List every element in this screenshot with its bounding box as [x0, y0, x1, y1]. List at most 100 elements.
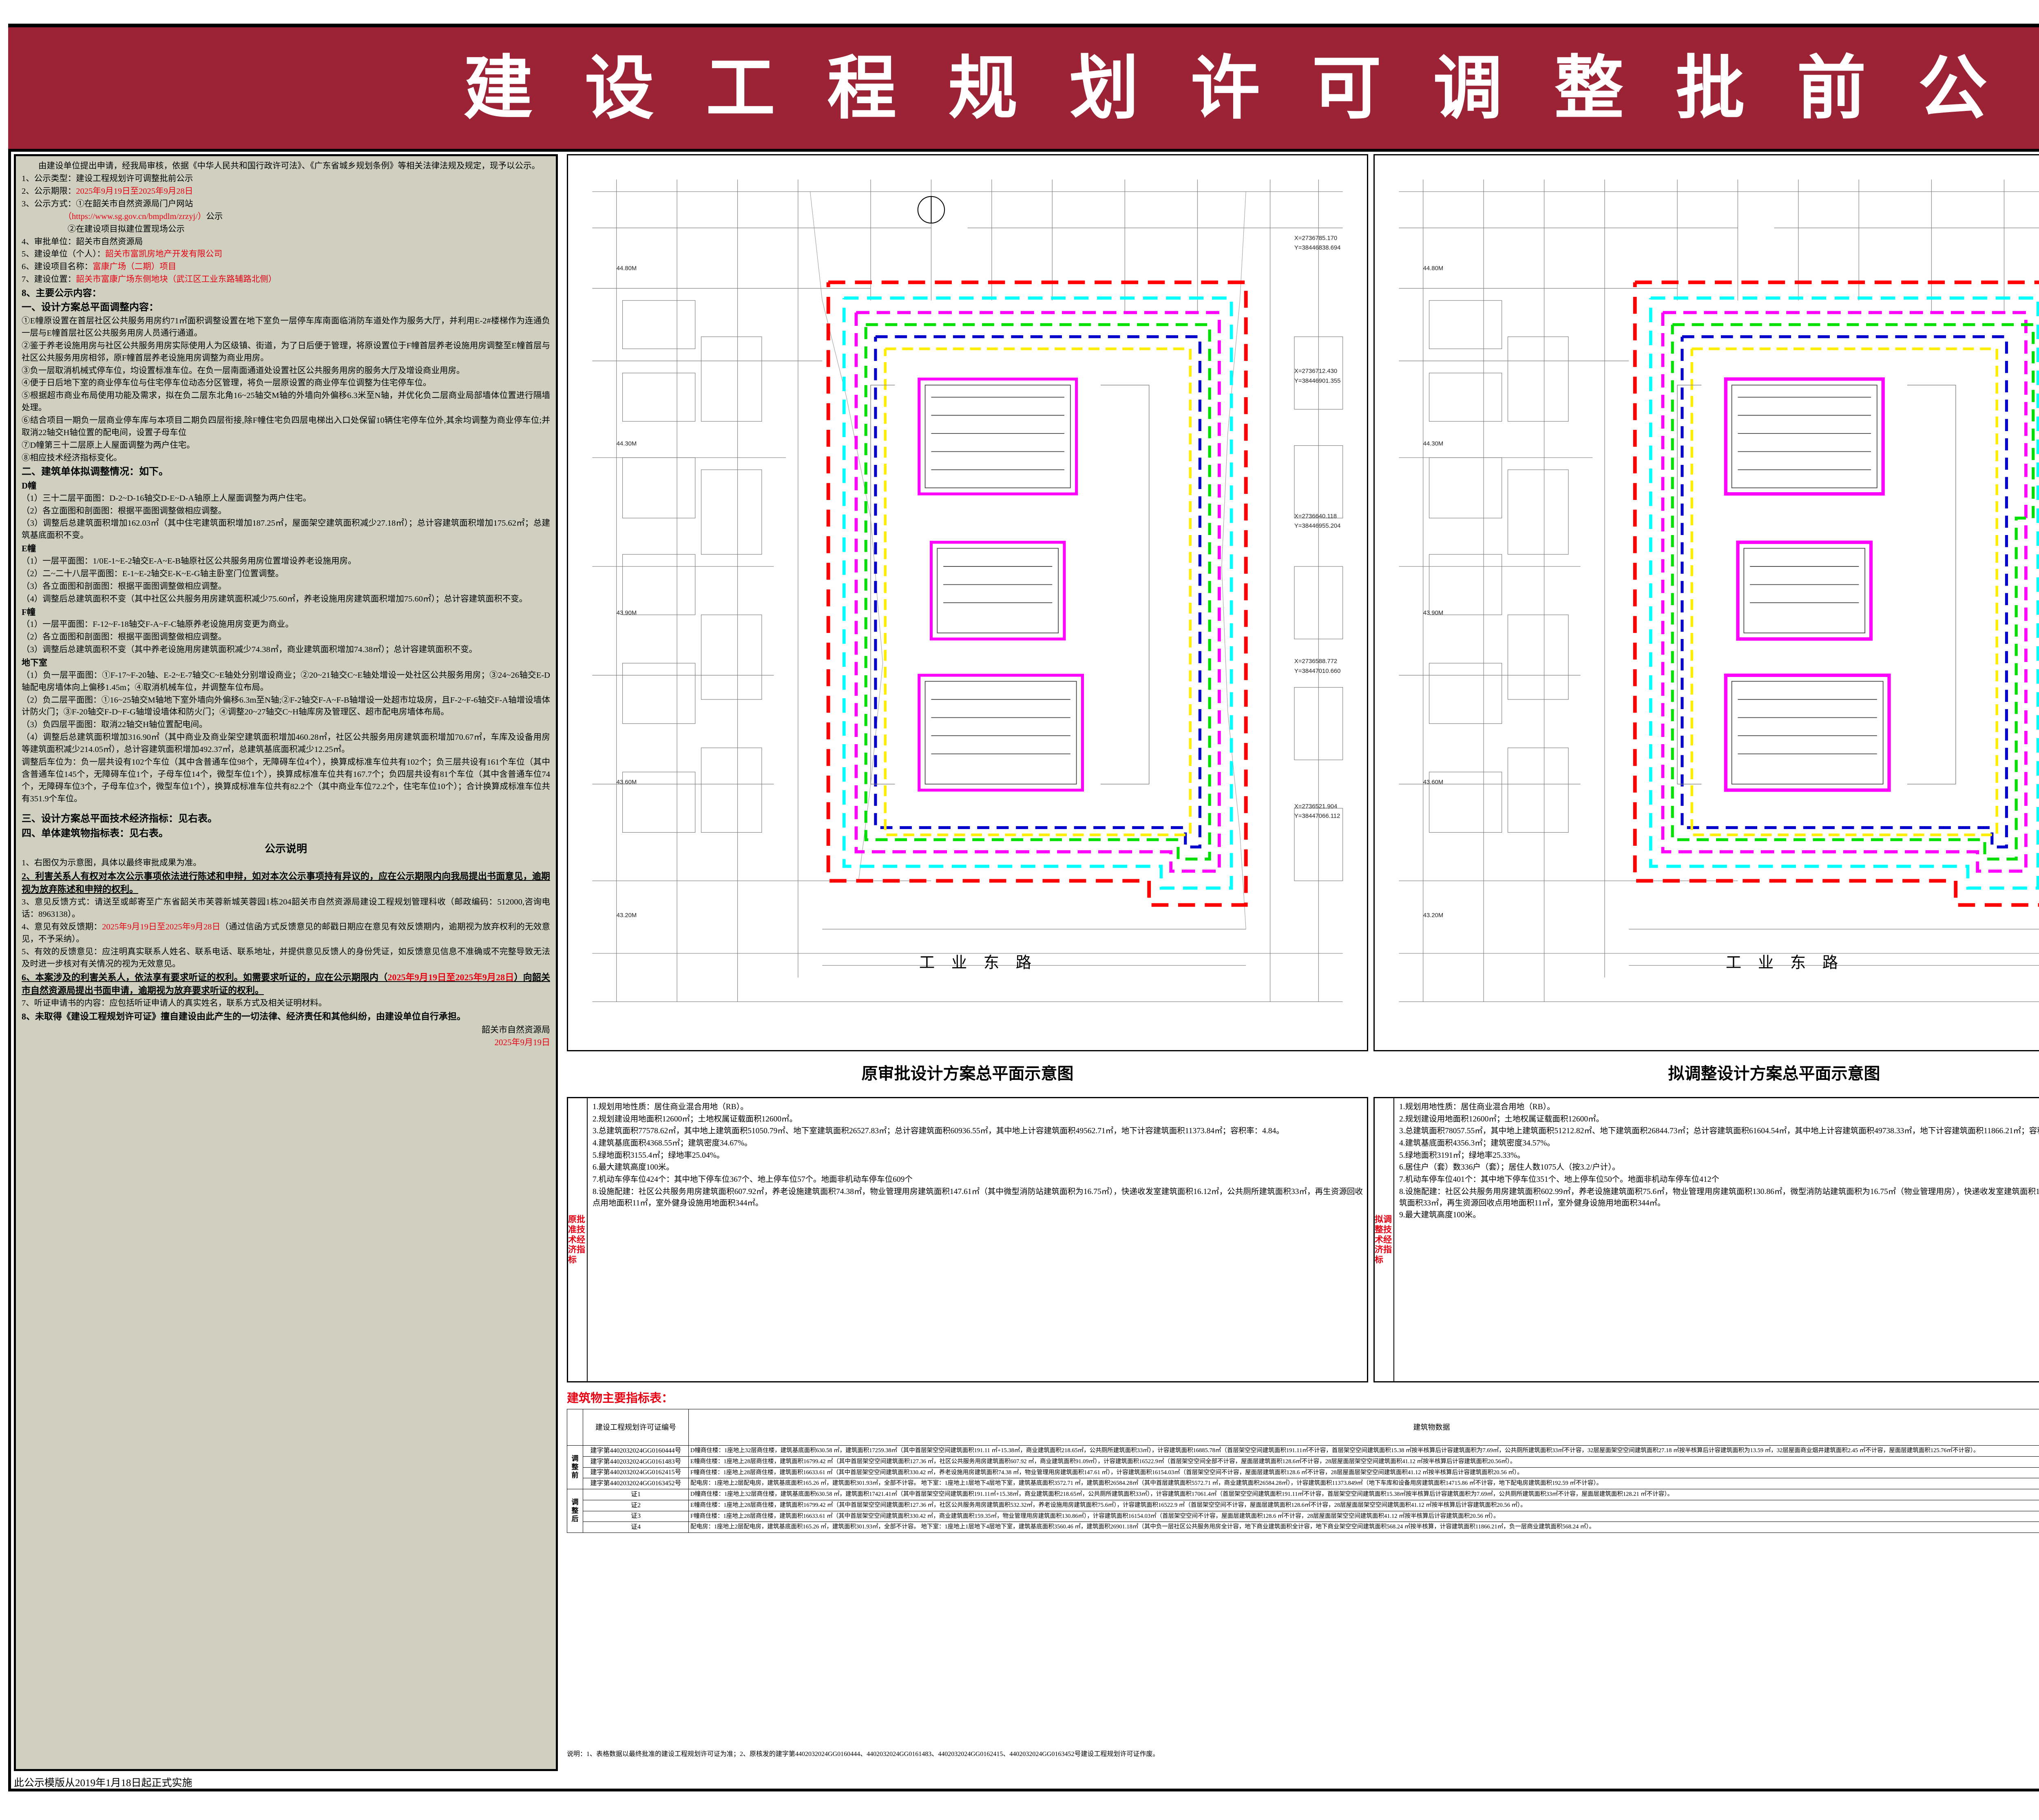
tech-indicators-after-label: 拟调整技术经济指标	[1375, 1098, 1394, 1381]
notice-item-2: 2、公示期限：2025年9月19日至2025年9月28日	[22, 186, 550, 198]
building-description: D幢商住楼：1座地上32层商住楼，建筑基底面积630.58 ㎡，建筑面积1742…	[688, 1489, 2039, 1500]
table-header-group	[567, 1409, 583, 1446]
tech-after-item: 8.设施配建：社区公共服务用房建筑面积602.99㎡，养老设施建筑面积75.6㎡…	[1399, 1187, 2039, 1207]
notice-text: 由建设单位提出申请，经我局审核，依据《中华人民共和国行政许可法》、《广东省城乡规…	[22, 160, 550, 1049]
notice-item-6-label: 6、建设项目名称：	[22, 262, 93, 272]
cert-number: 建字第4402032024GG0162415号	[583, 1467, 689, 1479]
tech-indicators-after: 拟调整技术经济指标 1.规划用地性质：居住商业混合用地（RB）。 2.规划建设用…	[1373, 1097, 2039, 1382]
table-row: 证3 F幢商住楼：1座地上28层商住楼，建筑面积16633.61 ㎡（其中首层架…	[567, 1510, 2039, 1522]
tech-indicators-before: 原批准技术经济指标 1.规划用地性质：居住商业混合用地（RB）。 2.规划建设用…	[567, 1097, 1368, 1382]
notice-item-5: 5、建设单位（个人）：韶关市富凯房地产开发有限公司	[22, 248, 550, 261]
svg-text:Y=38447010.660: Y=38447010.660	[1294, 668, 1340, 674]
hearing-text-b: ）向韶关市自然资源局提出书面申请，逾期视为放弃要求听证的权利。	[22, 972, 550, 995]
notice-period: 2025年9月19日至2025年9月28日	[76, 186, 193, 196]
feedback-period-date: 2025年9月19日至2025年9月28日	[102, 922, 221, 931]
notice-project-location: 韶关市富康广场东侧地块（武江区工业东路辅路北侧）	[76, 275, 277, 284]
feedback-period-tail: （通过信函方式反馈意见的邮戳日期应在意见有效反馈期内，逾期视为放弃权利的无效意见…	[22, 922, 551, 944]
svg-text:X=2736640.118: X=2736640.118	[1294, 513, 1337, 520]
building-description: D幢商住楼：1座地上32层商住楼，建筑基底面积630.58 ㎡，建筑面积1725…	[688, 1445, 2039, 1457]
notice-item-4-label: 4、审批单位：	[22, 237, 76, 246]
explain-item-6: 6、本案涉及的利害关系人，依法享有要求听证的权利。如需要求听证的，应在公示期限内…	[22, 971, 550, 997]
building-indicator-table: 建设工程规划许可证编号 建筑物数据 调整前 建字第4402032024GG016…	[567, 1409, 2039, 1533]
building-E-item: （2）二~二十八层平面图：E-1~E-2轴交E-K~E-G轴主卧室门位置调整。	[22, 569, 284, 578]
building-E-item: （3）各立面图和剖面图：根据平面图调整做相应调整。	[22, 582, 227, 591]
section-4-title: 四、单体建筑物指标表：见右表。	[22, 828, 168, 839]
svg-text:工 业 东 路: 工 业 东 路	[1726, 954, 1844, 971]
svg-text:X=2736588.772: X=2736588.772	[1294, 658, 1337, 665]
section-1-item: ⑥结合项目一期负一层商业停车库与本项目二期负四层衔接,除F幢住宅负四层电梯出入口…	[22, 416, 550, 438]
section-2-title: 二、建筑单体拟调整情况：如下。	[22, 466, 168, 477]
site-plan-before-caption: 原审批设计方案总平面示意图	[861, 1065, 1074, 1083]
tech-before-item: 6.最大建筑高度100米。	[593, 1163, 674, 1172]
tech-indicators-before-body: 1.规划用地性质：居住商业混合用地（RB）。 2.规划建设用地面积12600㎡；…	[588, 1098, 1367, 1381]
notice-item-3-label: 3、公示方式：	[22, 199, 76, 208]
explain-item-5: 5、有效的反馈意见：应注明真实联系人姓名、联系电话、联系地址，并提供意见反馈人的…	[22, 947, 550, 969]
building-D-item: （3）调整后总建筑面积增加162.03㎡（其中住宅建筑面积增加187.25㎡，屋…	[22, 519, 550, 540]
notice-item-1-label: 1、公示类型：	[22, 174, 76, 183]
table-row: 建字第4402032024GG0162415号 F幢商住楼：1座地上28层商住楼…	[567, 1467, 2039, 1479]
building-D-heading: D幢	[22, 480, 37, 491]
explain-title: 公示说明	[264, 843, 307, 855]
building-description: 配电房：1座地上2层配电房，建筑基底面积165.26 ㎡，建筑面积301.93㎡…	[688, 1478, 2039, 1489]
table-row: 证4 配电房：1座地上2层配电房，建筑基底面积165.26 ㎡，建筑面积301.…	[567, 1521, 2039, 1533]
notice-approver: 韶关市自然资源局	[76, 237, 143, 246]
svg-text:43.60M: 43.60M	[1423, 779, 1443, 786]
group-label-before: 调整前	[567, 1445, 583, 1489]
cert-number: 证3	[583, 1510, 689, 1522]
notice-sign-date: 2025年9月19日	[494, 1037, 551, 1048]
table-row: 证2 E幢商住楼：1座地上28层商住楼，建筑面积16799.42 ㎡（其中首层架…	[567, 1499, 2039, 1511]
svg-text:Y=38446955.204: Y=38446955.204	[1294, 523, 1340, 529]
tech-before-item: 5.绿地面积3155.4㎡；绿地率25.04%。	[593, 1151, 725, 1160]
notice-item-3: 3、公示方式：①在韶关市自然资源局门户网站	[22, 198, 550, 210]
notice-intro: 由建设单位提出申请，经我局审核，依据《中华人民共和国行政许可法》、《广东省城乡规…	[38, 161, 540, 170]
table-header-desc: 建筑物数据	[688, 1409, 2039, 1446]
notice-item-2-label: 2、公示期限：	[22, 186, 76, 196]
tech-before-item: 8.设施配建：社区公共服务用房建筑面积607.92㎡，养老设施建筑面积74.38…	[593, 1187, 1363, 1207]
notice-item-3-url-line: （https://www.sg.gov.cn/bmpdlm/zrzyj/）公示	[22, 211, 550, 223]
explain-item-3: 3、意见反馈方式：请送至或邮寄至广东省韶关市芙蓉新城芙蓉园1栋204韶关市自然资…	[22, 897, 550, 919]
svg-text:44.30M: 44.30M	[617, 441, 637, 447]
section-1-title: 一、设计方案总平面调整内容：	[22, 302, 159, 313]
tech-after-item: 9.最大建筑高度100米。	[1399, 1211, 1481, 1220]
hearing-text-a: 6、本案涉及的利害关系人，依法享有要求听证的权利。如需要求听证的，应在公示期限内…	[22, 972, 388, 982]
building-description: E幢商住楼：1座地上28层商住楼，建筑面积16799.42 ㎡（其中首层架空空间…	[688, 1499, 2039, 1511]
tech-after-item: 7.机动车停车位401个：其中地下停车位351个、地上停车位50个。地面非机动车…	[1399, 1175, 1719, 1184]
section-1-item: ①E幢原设置在首层社区公共服务用房约71㎡面积调整设置在地下室负一层停车库南面临…	[22, 316, 550, 338]
tech-indicators-after-body: 1.规划用地性质：居住商业混合用地（RB）。 2.规划建设用地面积12600㎡；…	[1394, 1098, 2039, 1381]
section-1-item: ②鉴于养老设施用房与社区公共服务用房实际使用人为区级镇、街道，为了日后便于管理，…	[22, 341, 550, 363]
tech-after-item: 2.规划建设用地面积12600㎡；土地权属证载面积12600㎡。	[1399, 1115, 1604, 1123]
section-3-title: 三、设计方案总平面技术经济指标：见右表。	[22, 813, 217, 824]
section-1-item: ⑦D幢第三十二层原上人屋面调整为两户住宅。	[22, 441, 195, 450]
site-plan-after-caption: 拟调整设计方案总平面示意图	[1668, 1065, 1880, 1083]
section-1-item: ③负一层取消机械式停车位，均设置标准车位。在负一层南面通道处设置社区公共服务用房…	[22, 366, 465, 375]
notice-channel-2: ②在建设项目拟建位置现场公示	[67, 224, 185, 234]
cert-number: 建字第4402032024GG0161483号	[583, 1456, 689, 1468]
building-E-heading: E幢	[22, 544, 36, 554]
building-F-item: （3）调整后总建筑面积不变（其中养老设施用房建筑面积减少74.38㎡，商业建筑面…	[22, 645, 478, 655]
tech-after-item: 3.总建筑面积78057.55㎡，其中地上建筑面积51212.82㎡、地下建筑面…	[1399, 1127, 2039, 1136]
sheet-frame	[8, 149, 2039, 1791]
svg-text:43.20M: 43.20M	[1423, 912, 1443, 919]
svg-text:X=2736785.170: X=2736785.170	[1294, 235, 1337, 242]
cert-number: 建字第4402032024GG0163452号	[583, 1478, 689, 1489]
tech-indicators-before-label: 原批准技术经济指标	[568, 1098, 588, 1381]
section-1-item: ⑤根据超市商业布局使用功能及需求，拟在负二层东北角16~25轴交M轴的外墙向外偏…	[22, 391, 550, 413]
tech-after-item: 6.居住户（套）数336户（套）；居住人数1075人（按3.2/户计）。	[1399, 1163, 1620, 1172]
tech-after-item: 1.规划用地性质：居住商业混合用地（RB）。	[1399, 1103, 1555, 1111]
notice-item-8-label: 8、主要公示内容：	[22, 288, 102, 299]
building-F-heading: F幢	[22, 607, 35, 617]
notice-item-5-label: 5、建设单位（个人）：	[22, 250, 105, 259]
notice-item-1: 1、公示类型：建设工程规划许可调整批前公示	[22, 173, 550, 185]
notice-url[interactable]: （https://www.sg.gov.cn/bmpdlm/zrzyj/）	[63, 212, 206, 221]
notice-item-7-label: 7、建设位置：	[22, 275, 76, 284]
template-note: 此公示模版从2019年1月18日起正式实施	[14, 1778, 192, 1789]
building-description: F幢商住楼：1座地上28层商住楼，建筑面积16633.61 ㎡（其中首层架空空间…	[688, 1467, 2039, 1479]
parking-summary: 调整后车位为：负一层共设有102个车位（其中含普通车位98个，无障碍车位4个），…	[22, 758, 550, 803]
building-description: E幢商住楼：1座地上28层商住楼，建筑面积16799.42 ㎡（其中首层架空空间…	[688, 1456, 2039, 1468]
cert-number: 证4	[583, 1521, 689, 1533]
building-F-item: （1）一层平面图：F-12~F-18轴交F-A~F-C轴原养老设施用房变更为商业…	[22, 620, 294, 629]
